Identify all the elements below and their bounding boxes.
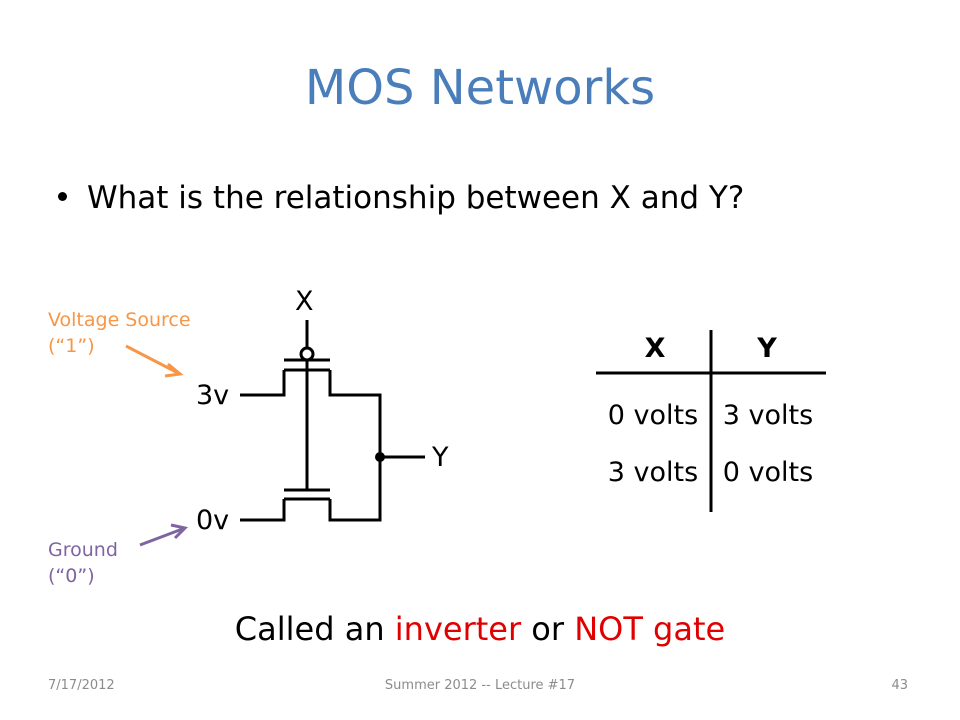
output-y-label: Y [432,442,449,473]
gnd-label: 0v [196,505,230,536]
voltage-source-arrow-icon [125,344,181,376]
bullet-dot-icon [58,192,67,201]
caption-term-not-gate: NOT gate [574,610,726,648]
bullet-text: What is the relationship between X and Y… [87,180,745,216]
table-cell-r1-y: 3 volts [722,400,814,431]
footer-course: Summer 2012 -- Lecture #17 [384,678,576,693]
table-header-x: X [644,333,666,364]
nmos-drain-wire [328,457,382,522]
output-node-dot [375,452,385,462]
ground-note-line1: Ground [48,539,118,561]
caption-term-inverter: inverter [394,610,522,648]
caption-middle: or [521,610,575,648]
table-cell-r2-y: 0 volts [722,457,814,488]
table-cell-r1-x: 0 volts [607,400,699,431]
ground-note: Ground (“0”) [48,538,118,589]
input-x-label: X [295,286,314,317]
ground-arrowhead-icon [170,523,189,540]
footer-date: 7/17/2012 [48,678,115,693]
voltage-source-note-line1: Voltage Source [48,309,191,331]
caption-prefix: Called an [234,610,395,648]
vdd-label: 3v [196,380,230,411]
pmos-gate-bubble [299,346,315,362]
bullet-question: What is the relationship between X and Y… [58,180,744,216]
nmos-source-wire [240,499,286,522]
caption: Called an inverter or NOT gate [0,610,960,648]
pmos-source-wire [240,370,286,397]
voltage-source-arrowhead-icon [164,362,184,378]
ground-arrow-icon [139,526,186,547]
voltage-source-note: Voltage Source (“1”) [48,308,191,359]
table-cell-r2-x: 3 volts [607,457,699,488]
slide-title: MOS Networks [304,60,656,116]
table-header-y: Y [757,333,777,364]
pmos-drain-wire [328,370,382,457]
footer-page-number: 43 [891,678,908,693]
voltage-source-note-line2: (“1”) [48,334,95,357]
ground-note-line2: (“0”) [48,564,95,587]
